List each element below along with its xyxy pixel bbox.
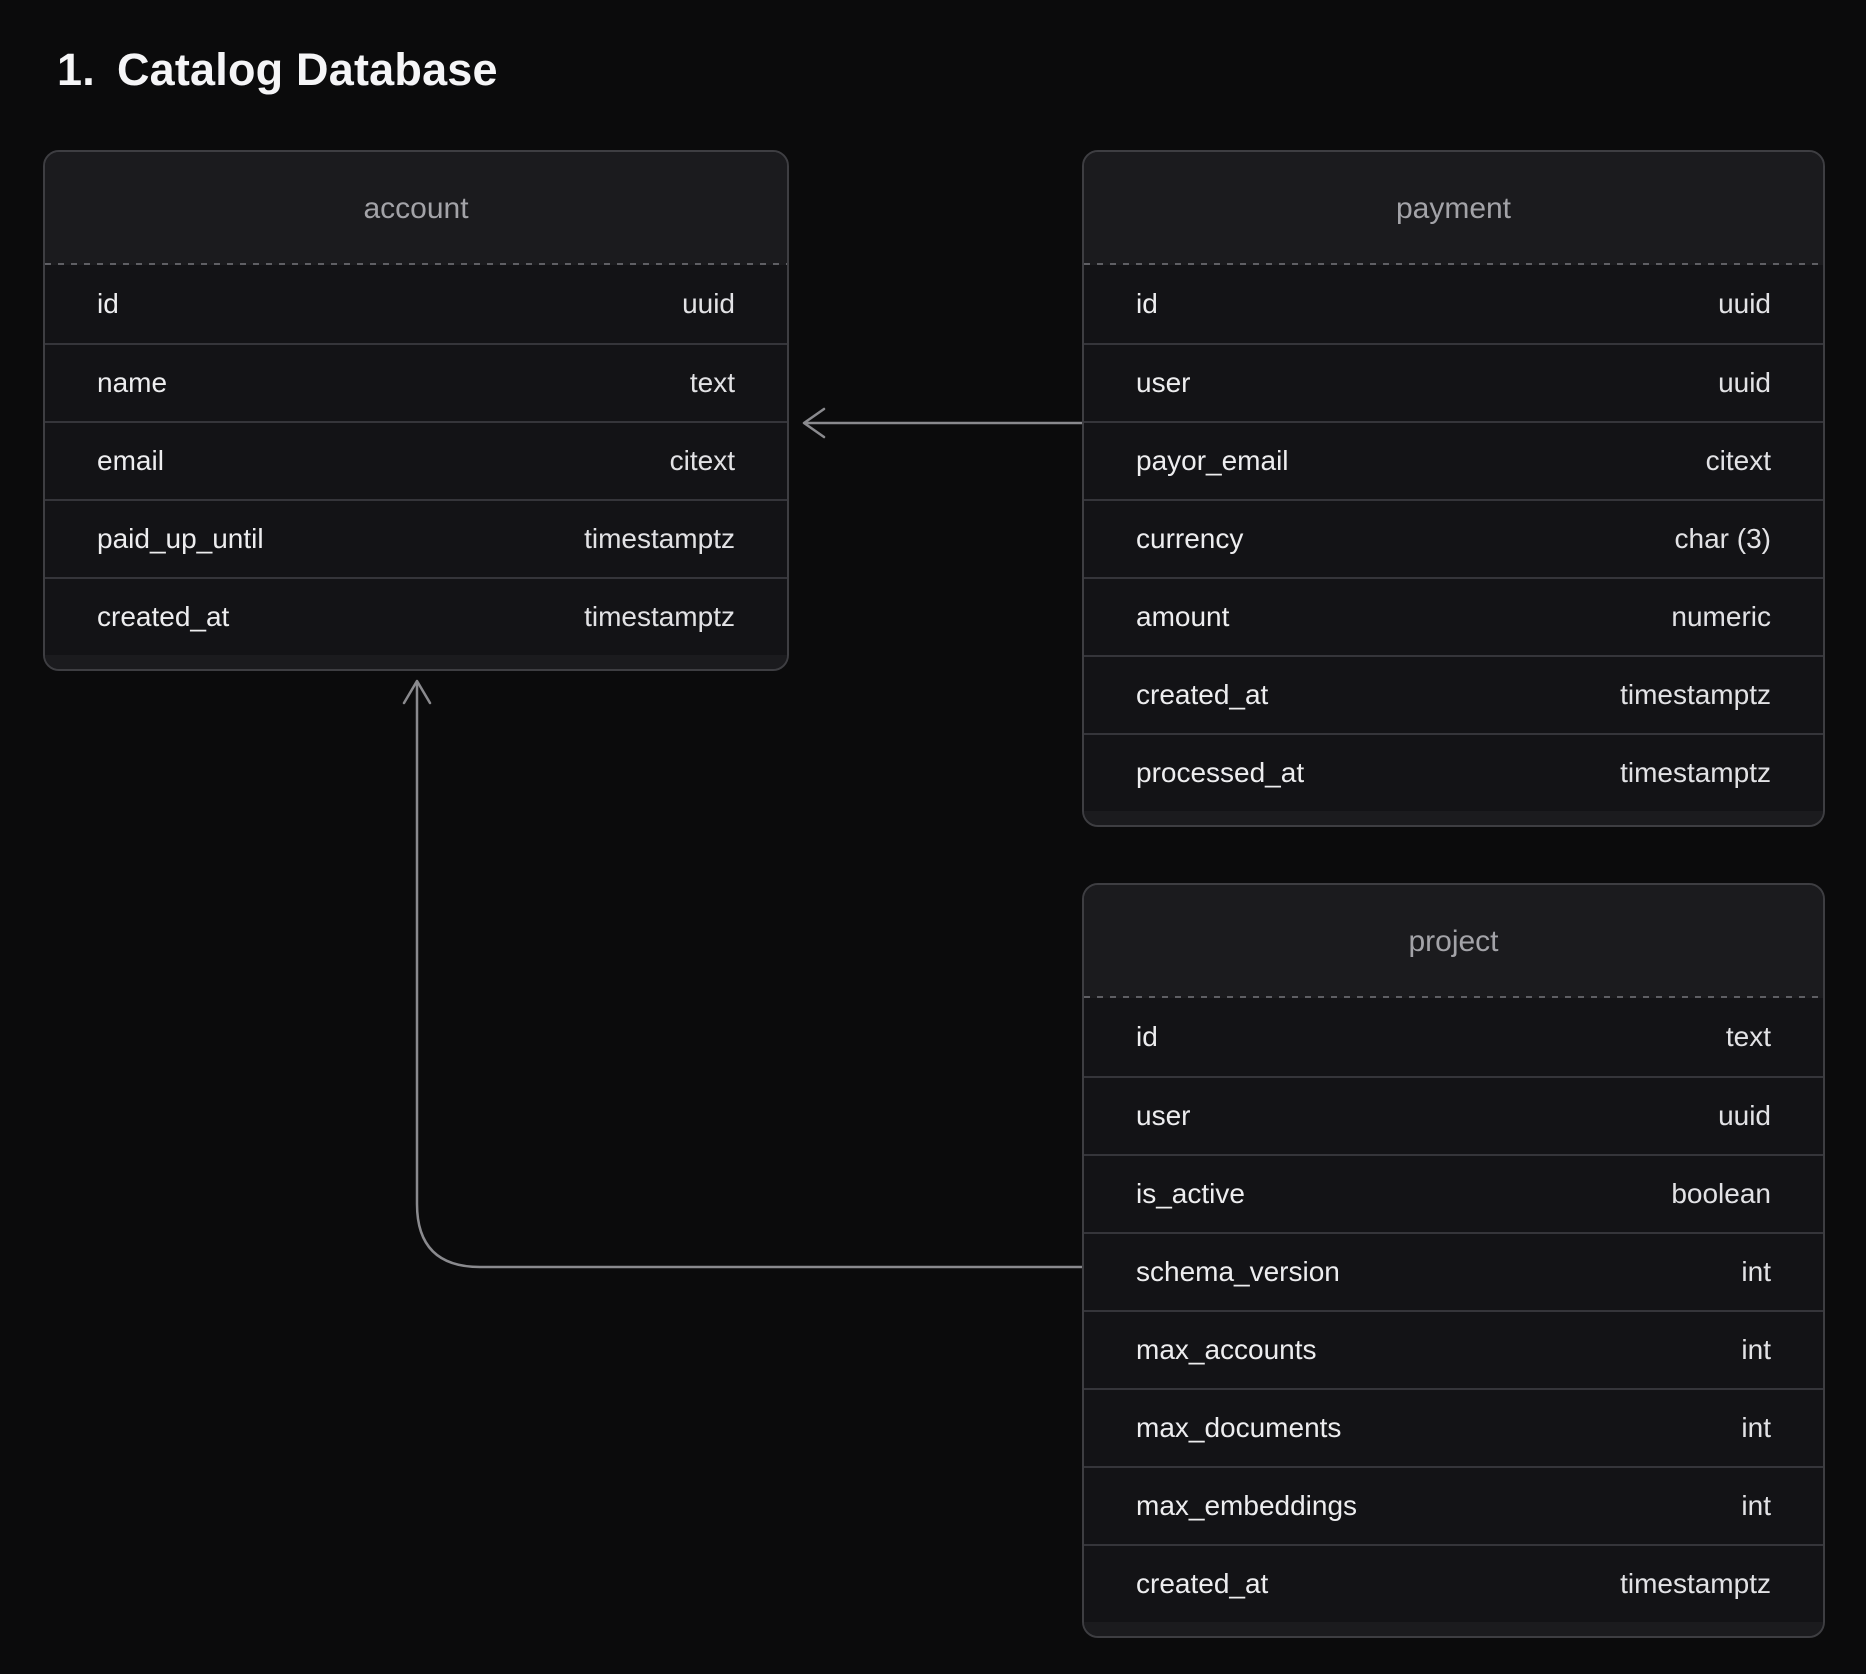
column-name: amount xyxy=(1136,601,1230,632)
table-payment-title: payment xyxy=(1084,152,1823,265)
column-name: name xyxy=(97,367,168,398)
column-type: uuid xyxy=(1718,1100,1771,1131)
table-project-title: project xyxy=(1084,885,1823,998)
column-name: processed_at xyxy=(1136,757,1305,788)
column-name: email xyxy=(97,445,164,476)
table-row: created_at timestamptz xyxy=(1084,1544,1823,1622)
column-name: created_at xyxy=(1136,1568,1269,1599)
table-row: currency char (3) xyxy=(1084,499,1823,577)
column-type: uuid xyxy=(1718,367,1771,398)
column-type: uuid xyxy=(1718,288,1771,319)
table-row: email citext xyxy=(45,421,787,499)
table-payment-rows: id uuid user uuid payor_email citext cur… xyxy=(1084,265,1823,825)
column-name: user xyxy=(1136,367,1191,398)
arrow-left-icon xyxy=(802,407,826,439)
table-row: amount numeric xyxy=(1084,577,1823,655)
column-type: int xyxy=(1741,1256,1771,1287)
column-type: char (3) xyxy=(1674,523,1771,554)
column-type: int xyxy=(1741,1334,1771,1365)
table-row: paid_up_until timestamptz xyxy=(45,499,787,577)
table-account-rows: id uuid name text email citext paid_up_u… xyxy=(45,265,787,669)
table-row: max_accounts int xyxy=(1084,1310,1823,1388)
column-type: citext xyxy=(1705,445,1771,476)
column-type: timestamptz xyxy=(584,523,735,554)
table-payment[interactable]: payment id uuid user uuid payor_email ci… xyxy=(1082,150,1825,827)
column-type: timestamptz xyxy=(584,601,735,632)
table-row: user uuid xyxy=(1084,1076,1823,1154)
table-row: id text xyxy=(1084,998,1823,1076)
column-name: id xyxy=(1136,1021,1158,1052)
table-row: id uuid xyxy=(1084,265,1823,343)
table-row: is_active boolean xyxy=(1084,1154,1823,1232)
table-account[interactable]: account id uuid name text email citext p… xyxy=(43,150,789,671)
table-row: name text xyxy=(45,343,787,421)
table-account-title: account xyxy=(45,152,787,265)
column-name: user xyxy=(1136,1100,1191,1131)
table-row: id uuid xyxy=(45,265,787,343)
arrow-up-icon xyxy=(402,679,432,705)
page-title-text: Catalog Database xyxy=(116,44,498,95)
table-row: user uuid xyxy=(1084,343,1823,421)
table-row: max_documents int xyxy=(1084,1388,1823,1466)
column-name: id xyxy=(1136,288,1158,319)
column-type: timestamptz xyxy=(1620,679,1771,710)
column-name: max_embeddings xyxy=(1136,1490,1358,1521)
page-title: 1. Catalog Database xyxy=(57,44,498,96)
table-row: schema_version int xyxy=(1084,1232,1823,1310)
column-type: uuid xyxy=(682,288,735,319)
page-title-number: 1. xyxy=(57,44,95,95)
column-name: payor_email xyxy=(1136,445,1289,476)
table-row: created_at timestamptz xyxy=(45,577,787,655)
column-type: timestamptz xyxy=(1620,757,1771,788)
column-type: text xyxy=(689,367,735,398)
connector-project-to-account xyxy=(415,682,1084,1269)
column-type: citext xyxy=(669,445,735,476)
table-row: payor_email citext xyxy=(1084,421,1823,499)
column-type: int xyxy=(1741,1490,1771,1521)
column-name: is_active xyxy=(1136,1178,1245,1209)
column-name: id xyxy=(97,288,119,319)
column-name: currency xyxy=(1136,523,1244,554)
column-name: schema_version xyxy=(1136,1256,1340,1287)
column-type: text xyxy=(1725,1021,1771,1052)
column-type: boolean xyxy=(1671,1178,1771,1209)
table-project-rows: id text user uuid is_active boolean sche… xyxy=(1084,998,1823,1636)
table-row: max_embeddings int xyxy=(1084,1466,1823,1544)
column-name: paid_up_until xyxy=(97,523,264,554)
column-type: numeric xyxy=(1671,601,1771,632)
column-name: created_at xyxy=(97,601,230,632)
table-row: created_at timestamptz xyxy=(1084,655,1823,733)
column-name: created_at xyxy=(1136,679,1269,710)
table-project[interactable]: project id text user uuid is_active bool… xyxy=(1082,883,1825,1638)
column-type: timestamptz xyxy=(1620,1568,1771,1599)
column-name: max_documents xyxy=(1136,1412,1342,1443)
column-name: max_accounts xyxy=(1136,1334,1317,1365)
table-row: processed_at timestamptz xyxy=(1084,733,1823,811)
column-type: int xyxy=(1741,1412,1771,1443)
